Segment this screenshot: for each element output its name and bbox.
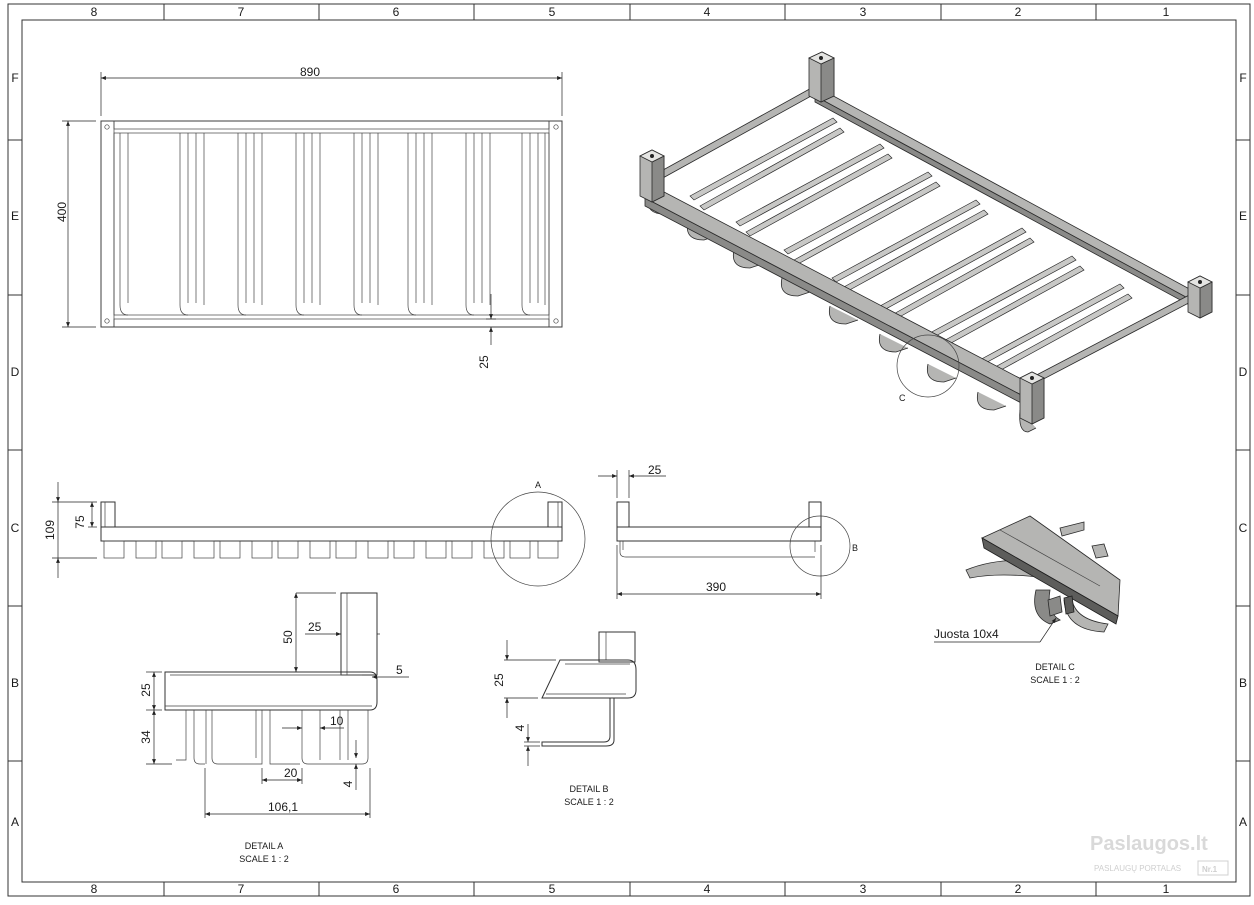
zone-col-1: 1 (1163, 5, 1170, 19)
zone-col-7-bottom: 7 (238, 882, 245, 896)
dim-frame-height-75: 75 (73, 515, 87, 529)
detail-c-callout: Juosta 10x4 (934, 627, 999, 641)
iso-posts (639, 51, 1213, 425)
zone-row-e-right: E (1239, 209, 1247, 223)
front-view: A 109 75 (43, 480, 586, 587)
detail-c-scale: SCALE 1 : 2 (1030, 675, 1080, 685)
dim-width-400: 400 (55, 202, 69, 222)
zone-col-6-bottom: 6 (393, 882, 400, 896)
detail-c-circle (896, 334, 960, 398)
zone-labels-top: 8 7 6 5 4 3 2 1 (91, 5, 1170, 19)
dim-a-post-height-50: 50 (281, 630, 295, 644)
zone-col-2-bottom: 2 (1015, 882, 1022, 896)
detail-b: 25 4 DETAIL B SCALE 1 : 2 (492, 631, 637, 807)
detail-b-circle (789, 515, 851, 577)
zone-col-5-bottom: 5 (549, 882, 556, 896)
dim-offset-25: 25 (477, 355, 491, 369)
zone-row-f-right: F (1239, 71, 1246, 85)
detail-a-title: DETAIL A (245, 841, 284, 851)
zone-col-4-bottom: 4 (704, 882, 711, 896)
watermark-brand: Paslaugos.lt (1090, 833, 1208, 855)
zone-row-a: A (11, 815, 19, 829)
detail-c: Juosta 10x4 DETAIL C SCALE 1 : 2 (934, 515, 1121, 685)
detail-b-title: DETAIL B (569, 784, 608, 794)
zone-row-b: B (11, 676, 19, 690)
zone-row-d-right: D (1239, 365, 1248, 379)
watermark-subtitle: PASLAUGŲ PORTALAS (1094, 864, 1181, 873)
detail-c-title: DETAIL C (1035, 662, 1075, 672)
zone-col-2: 2 (1015, 5, 1022, 19)
top-view-bars (119, 133, 546, 316)
top-view-dimensions: 890 400 25 (55, 65, 563, 369)
detail-b-marker: B (852, 543, 858, 553)
iso-crossbars (689, 117, 1133, 377)
dim-width-390: 390 (706, 580, 726, 594)
detail-a: 50 25 5 25 34 10 20 4 106, (139, 592, 409, 864)
sheet-border (7, 3, 1251, 897)
detail-b-scale: SCALE 1 : 2 (564, 797, 614, 807)
zone-col-4: 4 (704, 5, 711, 19)
isometric-view: C (639, 51, 1213, 433)
dim-a-hook-width-20: 20 (284, 766, 298, 780)
side-view: B 25 390 (598, 463, 858, 599)
zone-col-8: 8 (91, 5, 98, 19)
zone-row-d: D (11, 365, 20, 379)
front-view-dimensions: 109 75 (43, 482, 97, 578)
zone-row-a-right: A (1239, 815, 1247, 829)
zone-row-e: E (11, 209, 19, 223)
detail-c-marker: C (899, 393, 906, 403)
zone-row-f: F (11, 71, 18, 85)
zone-col-6: 6 (393, 5, 400, 19)
zone-row-b-right: B (1239, 676, 1247, 690)
watermark-badge-box (1197, 860, 1229, 876)
zone-labels-left: F E D C B A (11, 71, 20, 829)
zone-col-1-bottom: 1 (1163, 882, 1170, 896)
dim-a-thickness-4: 4 (341, 780, 355, 787)
detail-a-marker: A (535, 480, 541, 490)
detail-b-dimensions: 25 4 (492, 640, 556, 766)
dim-a-span-106-1: 106,1 (268, 800, 298, 814)
zone-col-3-bottom: 3 (860, 882, 867, 896)
front-view-hooks (103, 540, 559, 559)
dim-b-thickness-4: 4 (513, 724, 527, 731)
top-view: 890 400 25 (55, 65, 563, 369)
dim-a-wall-5: 5 (396, 663, 403, 677)
detail-a-circle (490, 491, 586, 587)
zone-col-5: 5 (549, 5, 556, 19)
dim-b-frame-height-25: 25 (492, 673, 506, 687)
zone-col-3: 3 (860, 5, 867, 19)
side-view-dimensions: 25 390 (598, 463, 822, 599)
dim-post-25: 25 (648, 463, 662, 477)
zone-ticks (8, 4, 1250, 896)
zone-row-c-right: C (1239, 521, 1248, 535)
dim-total-height-109: 109 (43, 520, 57, 540)
watermark: Paslaugos.lt PASLAUGŲ PORTALAS Nr.1 (1090, 833, 1229, 876)
zone-row-c: C (11, 521, 20, 535)
dim-a-post-width-25: 25 (308, 620, 322, 634)
zone-col-8-bottom: 8 (91, 882, 98, 896)
detail-a-hooks (176, 710, 369, 765)
zone-col-7: 7 (238, 5, 245, 19)
watermark-badge: Nr.1 (1202, 865, 1218, 874)
detail-a-dimensions: 50 25 5 25 34 10 20 4 106, (139, 592, 409, 818)
dim-a-gap-10: 10 (330, 714, 344, 728)
zone-labels-bottom: 8 7 6 5 4 3 2 1 (91, 882, 1170, 896)
detail-a-scale: SCALE 1 : 2 (239, 854, 289, 864)
dim-a-frame-height-25: 25 (139, 683, 153, 697)
dim-length-890: 890 (300, 65, 320, 79)
zone-labels-right: F E D C B A (1239, 71, 1248, 829)
dim-a-hook-height-34: 34 (139, 730, 153, 744)
